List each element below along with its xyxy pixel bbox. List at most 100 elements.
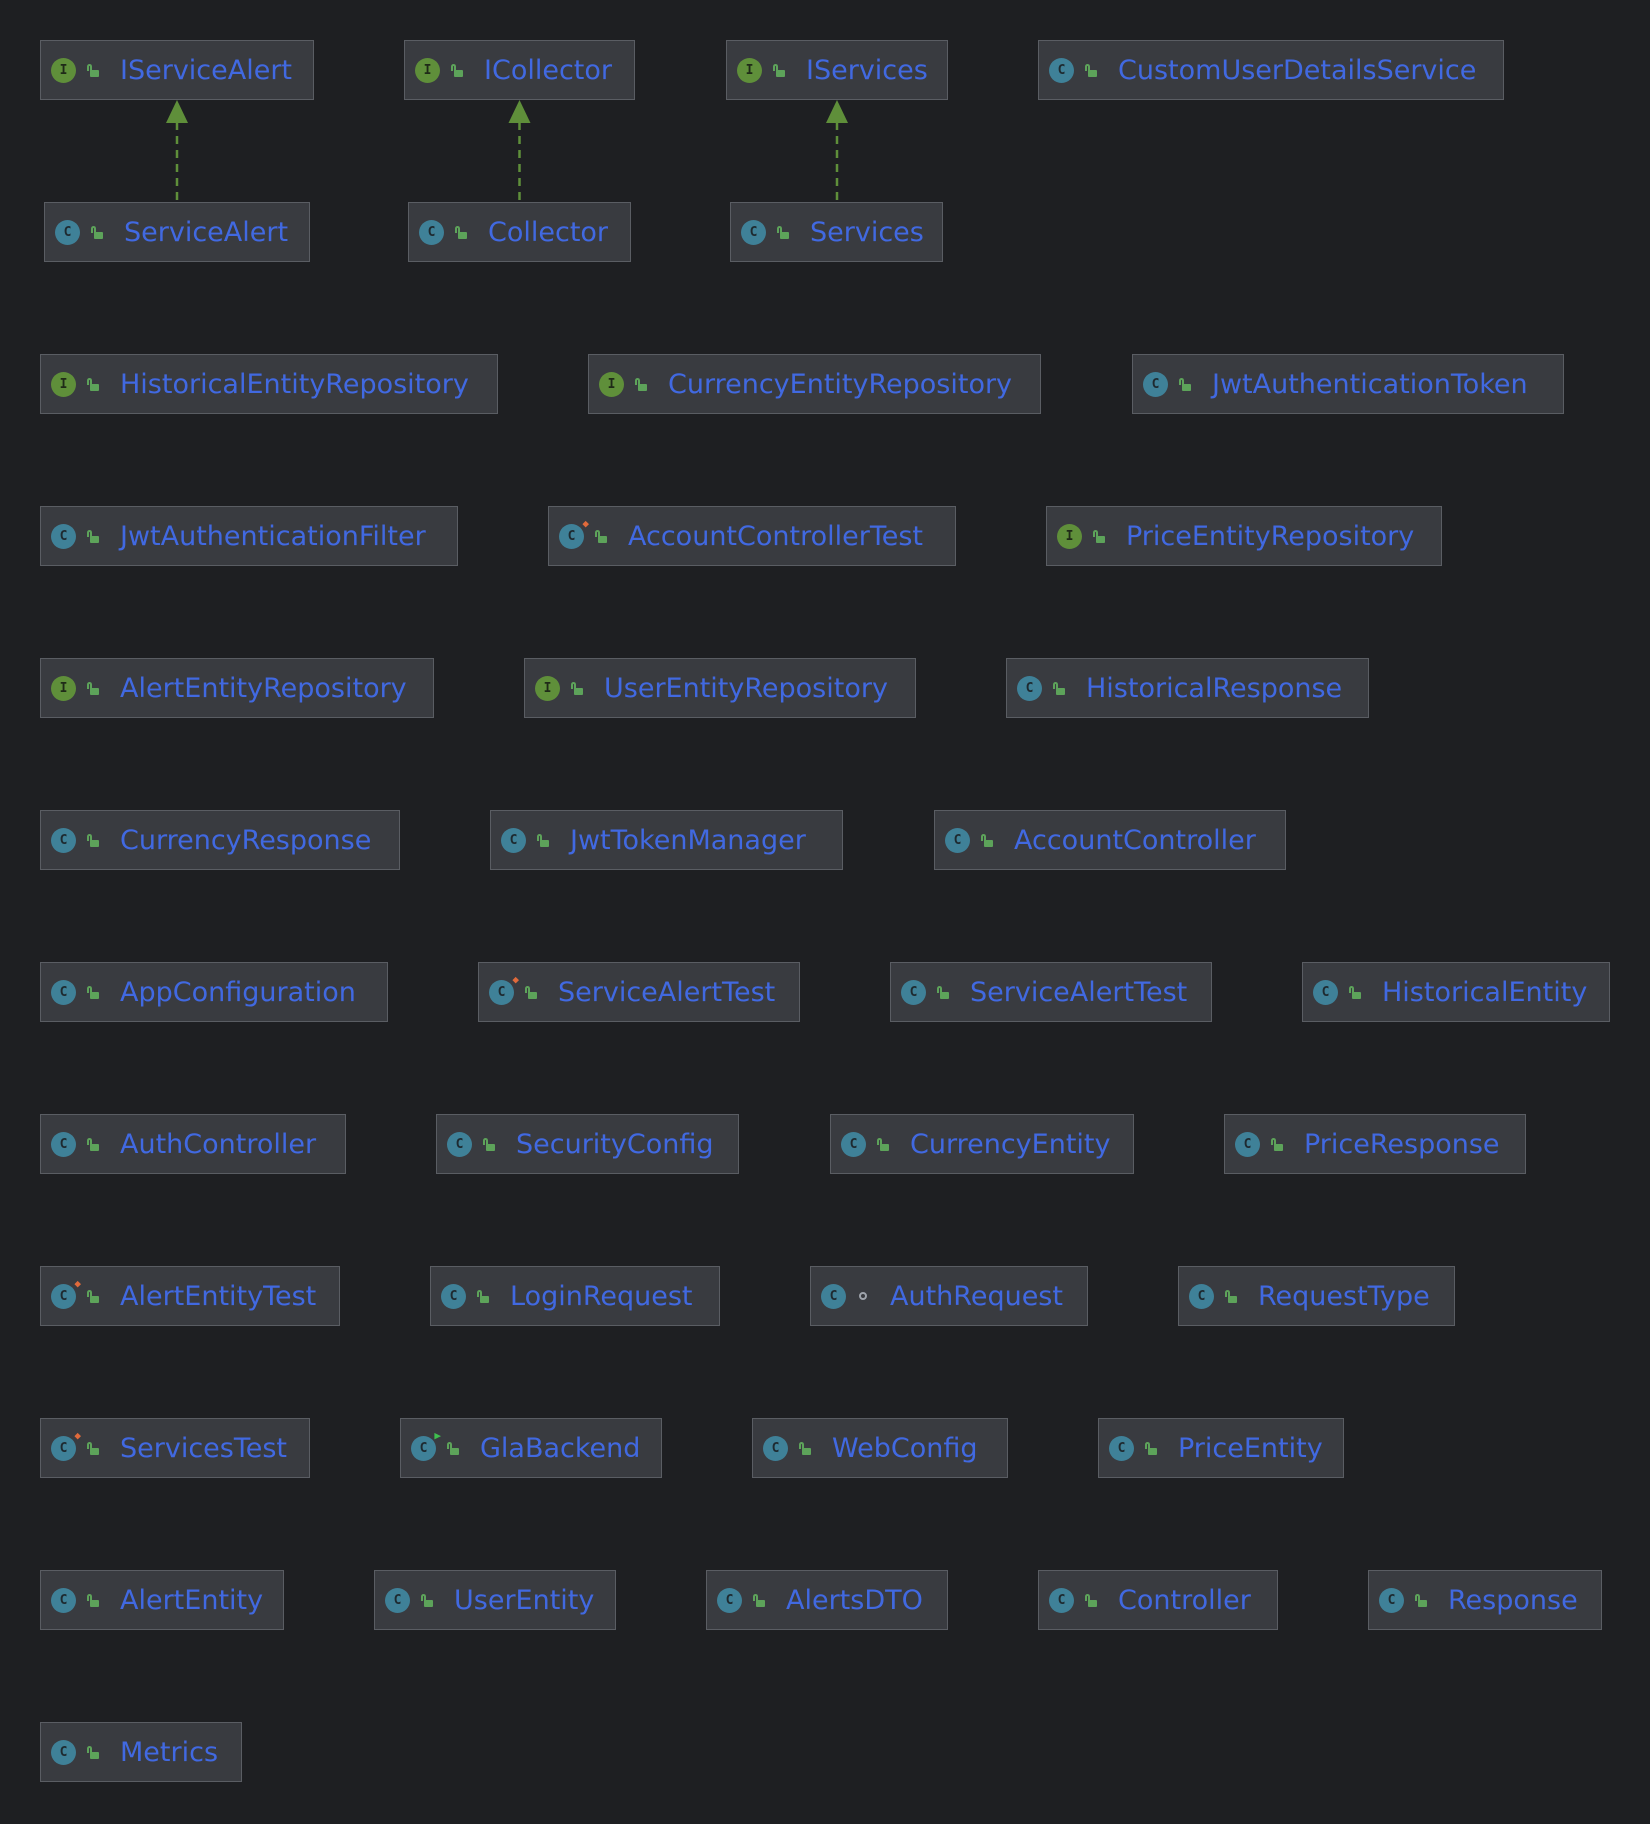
class-icon: C [1109, 1435, 1134, 1461]
node-label: CurrencyEntityRepository [668, 368, 1013, 400]
class-node-GlaBackend[interactable]: C▶GlaBackend [400, 1418, 662, 1478]
class-icon: C [717, 1587, 742, 1613]
class-icon: C [1189, 1283, 1214, 1309]
test-marker-icon: ◆ [74, 1276, 81, 1290]
node-label: IServices [806, 54, 928, 86]
interface-icon: I [1057, 523, 1082, 549]
class-node-JwtTokenManager[interactable]: C JwtTokenManager [490, 810, 843, 870]
public-lock-icon [442, 1441, 464, 1455]
public-lock-icon [772, 225, 794, 239]
public-lock-icon [1048, 681, 1070, 695]
test-marker-icon: ◆ [512, 972, 519, 986]
class-icon: C [901, 979, 926, 1005]
public-lock-icon [82, 377, 104, 391]
node-label: JwtTokenManager [570, 824, 806, 856]
public-lock-icon [82, 1441, 104, 1455]
class-icon: C◆ [51, 1430, 81, 1461]
class-icon: C◆ [51, 1278, 81, 1309]
class-icon: C [841, 1131, 866, 1157]
node-label: UserEntityRepository [604, 672, 888, 704]
public-lock-icon [472, 1289, 494, 1303]
public-lock-icon [1344, 985, 1366, 999]
class-node-UserEntity[interactable]: C UserEntity [374, 1570, 616, 1630]
class-node-ServiceAlertTest1[interactable]: C◆ServiceAlertTest [478, 962, 800, 1022]
interface-icon: I [737, 57, 762, 83]
node-label: PriceEntityRepository [1126, 520, 1415, 552]
node-label: HistoricalResponse [1086, 672, 1343, 704]
class-node-Controller[interactable]: C Controller [1038, 1570, 1278, 1630]
class-icon: C [1313, 979, 1338, 1005]
implements-edge-ServiceAlert [166, 100, 188, 202]
public-lock-icon [590, 529, 612, 543]
public-lock-icon [82, 1745, 104, 1759]
class-node-AuthController[interactable]: C AuthController [40, 1114, 346, 1174]
public-lock-icon [794, 1441, 816, 1455]
node-label: Controller [1118, 1584, 1251, 1616]
interface-node-IServices[interactable]: I IServices [726, 40, 948, 100]
interface-node-PriceEntityRepository[interactable]: I PriceEntityRepository [1046, 506, 1442, 566]
public-lock-icon [1080, 63, 1102, 77]
public-lock-icon [82, 1593, 104, 1607]
class-icon: C [447, 1131, 472, 1157]
class-icon: C [385, 1587, 410, 1613]
class-node-ServicesTest[interactable]: C◆ServicesTest [40, 1418, 310, 1478]
public-lock-icon [932, 985, 954, 999]
test-marker-icon: ◆ [582, 516, 589, 530]
node-label: AccountController [1014, 824, 1256, 856]
class-icon: C [51, 1739, 76, 1765]
public-lock-icon [1088, 529, 1110, 543]
class-icon: C [501, 827, 526, 853]
public-lock-icon [82, 63, 104, 77]
class-icon: C [821, 1283, 846, 1309]
class-icon: C [1049, 1587, 1074, 1613]
interface-icon: I [51, 57, 76, 83]
class-icon: C [1049, 57, 1074, 83]
public-lock-icon [768, 63, 790, 77]
class-icon: C [51, 1131, 76, 1157]
interface-node-CurrencyEntityRepository[interactable]: I CurrencyEntityRepository [588, 354, 1041, 414]
public-lock-icon [82, 833, 104, 847]
class-icon: C [741, 219, 766, 245]
node-label: UserEntity [454, 1584, 595, 1616]
package-private-icon [852, 1292, 874, 1300]
class-icon: C [51, 979, 76, 1005]
class-icon: C [51, 827, 76, 853]
node-label: AuthController [120, 1128, 317, 1160]
class-node-AlertEntityTest[interactable]: C◆AlertEntityTest [40, 1266, 340, 1326]
public-lock-icon [446, 63, 468, 77]
node-label: ServiceAlert [124, 216, 289, 248]
node-label: PriceResponse [1304, 1128, 1500, 1160]
class-node-AccountControllerTest[interactable]: C◆AccountControllerTest [548, 506, 956, 566]
interface-icon: I [599, 371, 624, 397]
